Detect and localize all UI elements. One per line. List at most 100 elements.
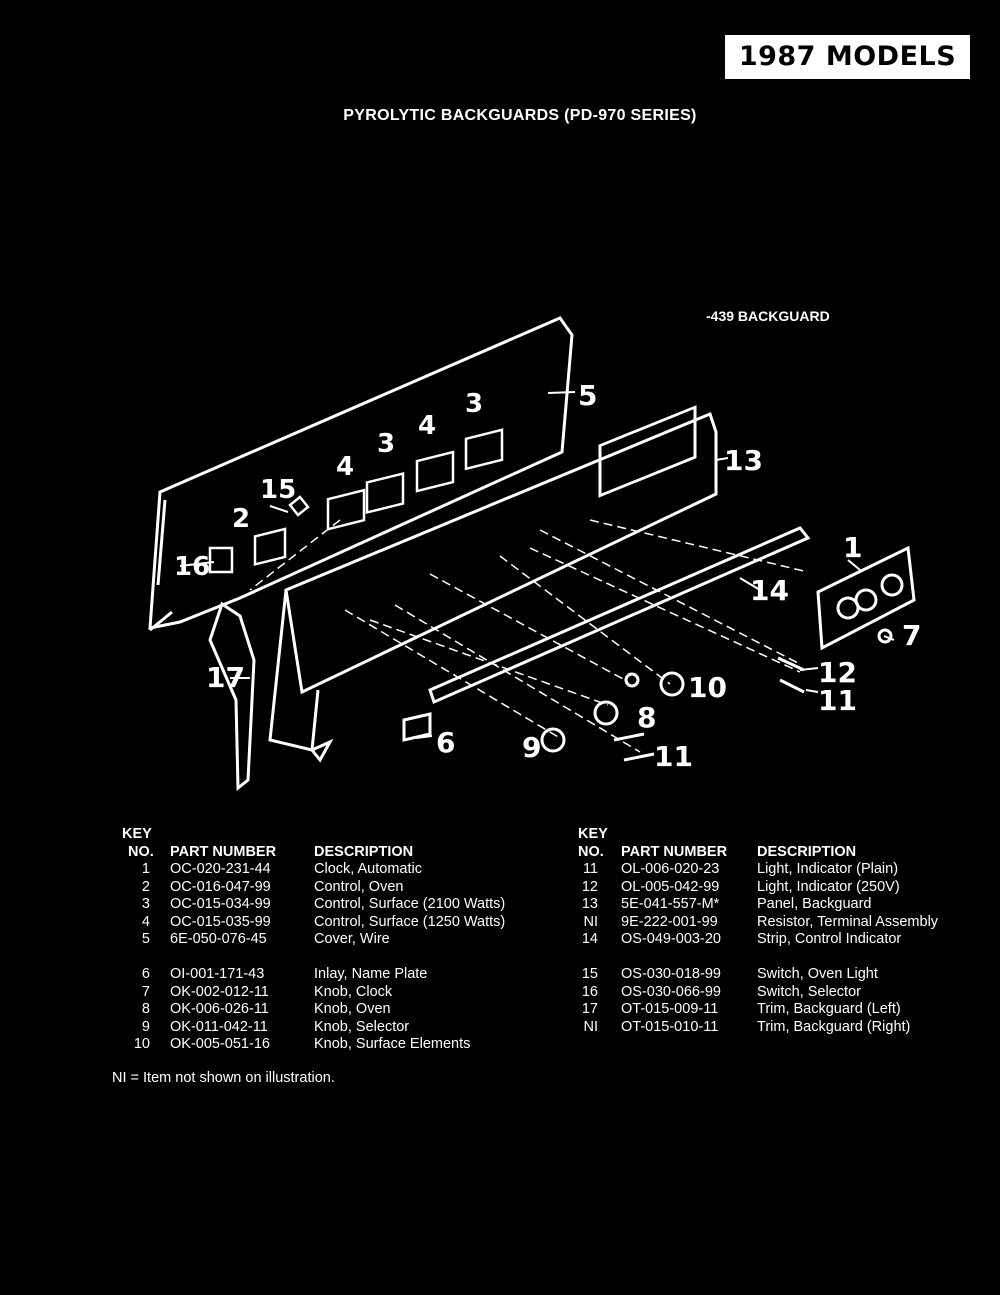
- description: Light, Indicator (Plain): [757, 861, 899, 877]
- key-number: 16: [581, 983, 598, 1000]
- callout-12: 12: [818, 656, 857, 689]
- description: Trim, Backguard (Right): [757, 1018, 911, 1035]
- key-number: 6: [141, 966, 150, 982]
- table-row: 11 OL-006-020-23 Light, Indicator (Plain): [578, 861, 988, 879]
- part-number: 5E-041-557-M*: [621, 896, 720, 912]
- key-number: 17: [581, 1001, 598, 1017]
- callout-14: 14: [750, 574, 789, 607]
- part-number: OL-006-020-23: [621, 861, 720, 877]
- part-number: 9E-222-001-99: [621, 913, 718, 930]
- callout-5: 5: [578, 379, 597, 412]
- key-number: 11: [582, 861, 598, 877]
- callout-7: 7: [902, 619, 921, 652]
- key-number: 14: [581, 931, 598, 947]
- part-number: OK-011-042-11: [170, 1018, 268, 1035]
- callout-11a: 11: [818, 684, 857, 717]
- callout-11b: 11: [654, 740, 693, 773]
- wire-cover: [148, 316, 574, 632]
- part-number: OC-020-231-44: [170, 861, 271, 877]
- table-row: NI OT-015-010-11 Trim, Backguard (Right): [578, 1019, 988, 1037]
- callout-6: 6: [436, 726, 455, 759]
- table-row: 13 5E-041-557-M* Panel, Backguard: [578, 896, 988, 914]
- description: Knob, Surface Elements: [314, 1036, 471, 1052]
- table-row: 15 OS-030-018-99 Switch, Oven Light: [578, 966, 988, 984]
- table-row: 6 OI-001-171-43 Inlay, Name Plate: [112, 966, 552, 984]
- part-number: OC-015-035-99: [170, 913, 271, 930]
- description: Trim, Backguard (Left): [757, 1001, 901, 1017]
- callout-4a: 4: [336, 452, 354, 482]
- diagram-subtitle: -439 BACKGUARD: [706, 308, 830, 324]
- key-number: 15: [581, 966, 598, 982]
- table-row: NI 9E-222-001-99 Resistor, Terminal Assemb…: [578, 914, 988, 932]
- part-number: OS-030-018-99: [621, 966, 721, 982]
- key-number: 3: [141, 896, 150, 912]
- key-header: KEY: [122, 826, 152, 842]
- callout-2: 2: [232, 504, 250, 534]
- side-trim: [208, 601, 256, 792]
- key-header: KEY: [578, 826, 608, 842]
- callout-labels: 1 2 3 3 4 4 5 6 7 8 9 10 11 11 12 13 14 …: [174, 379, 921, 773]
- part-number: OI-001-171-43: [170, 966, 265, 982]
- part-number: OS-030-066-99: [621, 983, 721, 1000]
- callout-13: 13: [724, 444, 763, 477]
- table-row: 16 OS-030-066-99 Switch, Selector: [578, 984, 988, 1002]
- callout-15: 15: [260, 475, 296, 505]
- key-number: 10: [133, 1036, 150, 1052]
- key-number: NI: [583, 913, 599, 930]
- table-row: 5 6E-050-076-45 Cover, Wire: [112, 931, 552, 949]
- description: Switch, Oven Light: [757, 966, 878, 982]
- callout-9: 9: [522, 731, 541, 764]
- part-number: OT-015-010-11: [621, 1018, 719, 1035]
- footnote: NI = Item not shown on illustration.: [112, 1070, 335, 1086]
- part-number: OK-002-012-11: [170, 983, 269, 1000]
- backguard-panel: [268, 405, 718, 763]
- description: Knob, Clock: [314, 983, 393, 1000]
- callout-4b: 4: [418, 411, 436, 441]
- table-row: 4 OC-015-035-99 Control, Surface (1250 Wat…: [112, 914, 552, 932]
- callout-10: 10: [688, 671, 727, 704]
- key-number: 9: [141, 1018, 150, 1035]
- description: Strip, Control Indicator: [757, 931, 902, 947]
- table-row: 14 OS-049-003-20 Strip, Control Indicator: [578, 931, 988, 949]
- part-number-header: PART NUMBER: [170, 843, 277, 860]
- description: Inlay, Name Plate: [314, 966, 428, 982]
- part-number: 6E-050-076-45: [170, 931, 267, 947]
- key-number: 13: [581, 896, 598, 912]
- description: Control, Surface (1250 Watts): [314, 913, 506, 930]
- part-number: OK-005-051-16: [170, 1036, 270, 1052]
- description-header: DESCRIPTION: [757, 843, 857, 860]
- models-label: 1987 MODELS: [725, 35, 970, 79]
- description: Knob, Selector: [314, 1018, 410, 1035]
- part-number: OC-015-034-99: [170, 896, 271, 912]
- part-number: OL-005-042-99: [621, 878, 720, 895]
- leader-lines: [249, 519, 809, 753]
- description: Panel, Backguard: [757, 896, 872, 912]
- description-header: DESCRIPTION: [314, 843, 414, 860]
- table-row: 10 OK-005-051-16 Knob, Surface Elements: [112, 1036, 552, 1054]
- key-number: 1: [141, 861, 150, 877]
- table-row: 12 OL-005-042-99 Light, Indicator (250V): [578, 879, 988, 897]
- key-number: 8: [141, 1001, 150, 1017]
- description: Light, Indicator (250V): [757, 878, 900, 895]
- description: Switch, Selector: [757, 983, 861, 1000]
- key-number: 12: [581, 878, 598, 895]
- key-number: 5: [141, 931, 150, 947]
- key-number: 7: [141, 983, 150, 1000]
- key-number: NI: [583, 1018, 599, 1035]
- description: Cover, Wire: [314, 931, 390, 947]
- part-number: OS-049-003-20: [621, 931, 721, 947]
- key-number: 4: [141, 913, 150, 930]
- callout-8: 8: [637, 701, 656, 734]
- description: Control, Surface (2100 Watts): [314, 896, 506, 912]
- part-number: OC-016-047-99: [170, 878, 271, 895]
- description: Resistor, Terminal Assembly: [757, 913, 939, 930]
- knobs-and-lights: [402, 628, 893, 762]
- control-components: [208, 428, 504, 574]
- key-number: 2: [141, 878, 150, 895]
- table-row: 9 OK-011-042-11 Knob, Selector: [112, 1019, 552, 1037]
- callout-3b: 3: [465, 389, 483, 419]
